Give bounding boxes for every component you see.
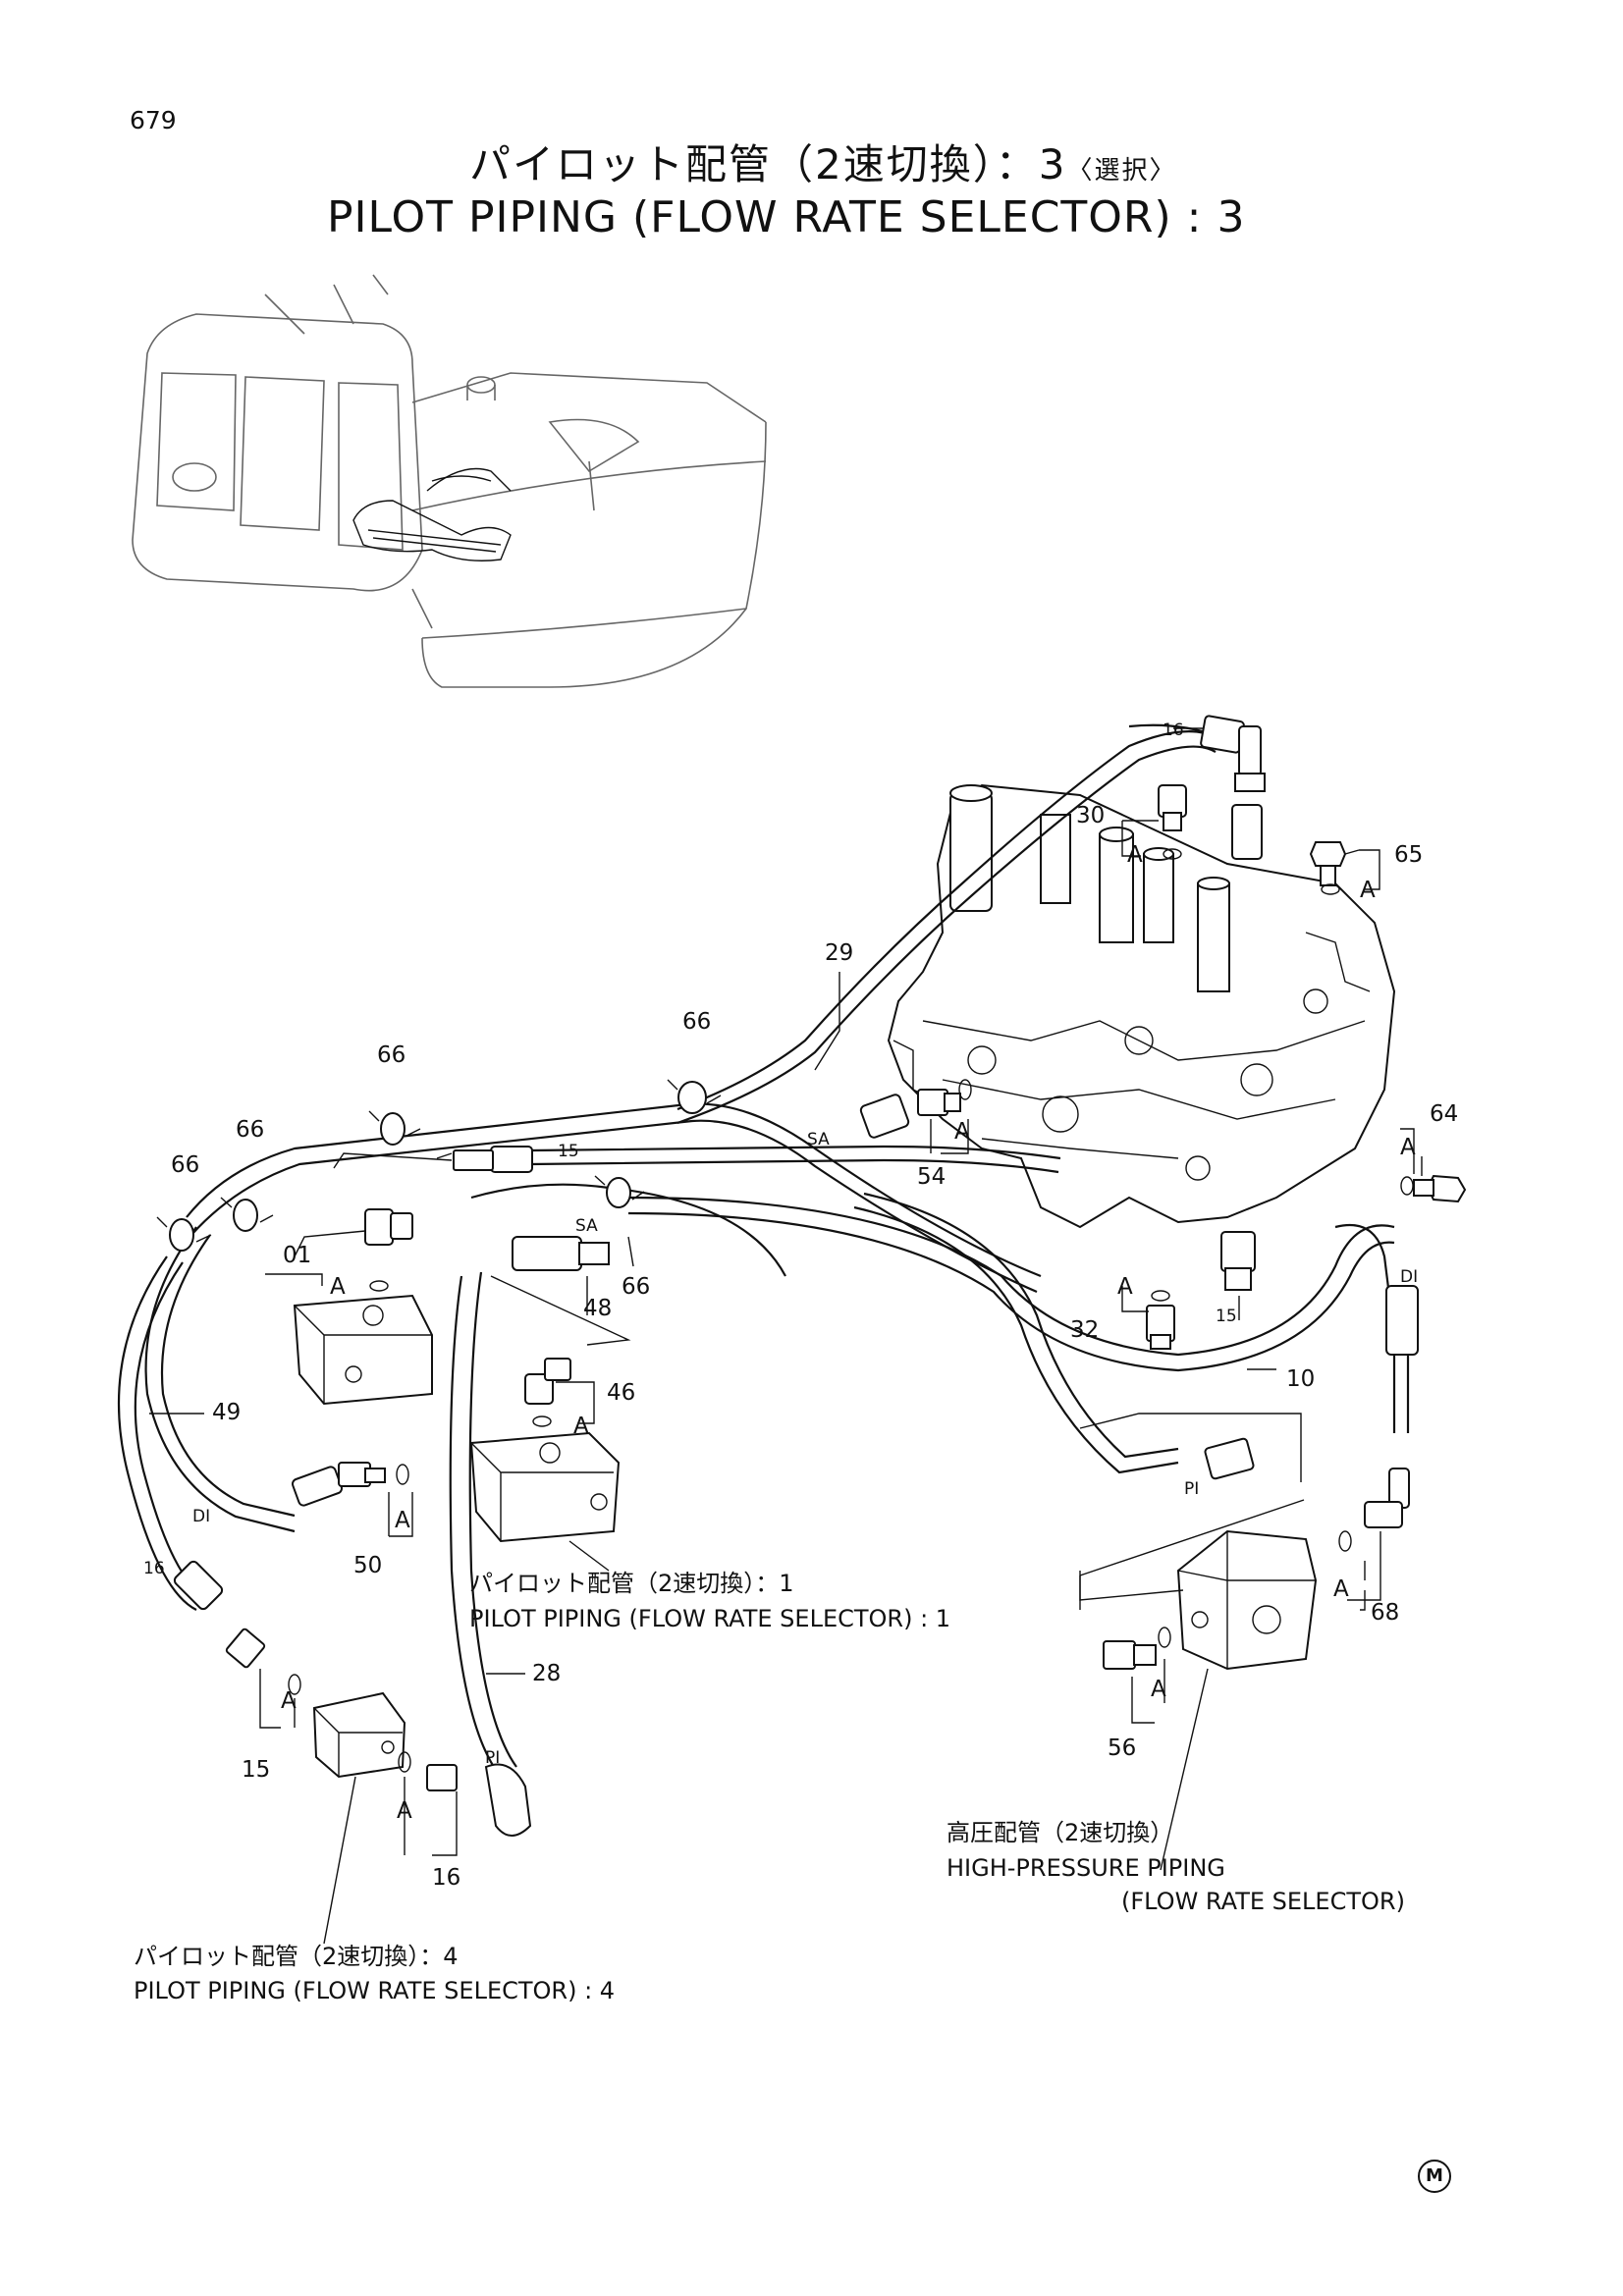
part-label: 68 [1371,1600,1399,1626]
part-label: 56 [1108,1735,1136,1761]
detail-marker: A [330,1274,346,1300]
part-label: 50 [353,1553,382,1578]
part-label: 65 [1394,842,1423,868]
part-label: 66 [682,1009,711,1035]
part-label: 66 [377,1042,406,1068]
part-label: 46 [607,1380,635,1406]
port-label: SA [807,1130,830,1149]
port-label: PI [485,1748,500,1768]
caption-pilot1-jp: パイロット配管（2速切換）：1 [469,1570,794,1597]
part-label: 30 [1076,803,1105,828]
leader-lines [149,727,1423,1945]
caption-pilot1-en: PILOT PIPING (FLOW RATE SELECTOR) : 1 [469,1605,951,1632]
part-label: 28 [532,1661,561,1686]
title-japanese: パイロット配管（2速切換）：3〈選択〉 [469,132,1176,191]
control-valve [887,783,1396,1229]
part-label: 66 [236,1117,264,1143]
hp-reference-frame [1079,1499,1305,1610]
port-label: SA [575,1216,598,1236]
part-label: 64 [1430,1101,1458,1127]
part-label: 32 [1070,1317,1099,1343]
detail-marker: A [395,1508,410,1533]
detail-marker: A [1333,1576,1349,1602]
part-label: 49 [212,1400,241,1425]
port-label: PI [1184,1479,1199,1499]
clamps [156,1079,722,1252]
detail-marker: A [1400,1135,1416,1160]
fittings [156,715,1467,1837]
caption-pilot4-jp: パイロット配管（2速切換）：4 [134,1943,459,1970]
part-label: 10 [1286,1366,1315,1392]
title-japanese-main: パイロット配管（2速切換）：3 [469,140,1067,188]
detail-marker: A [281,1688,297,1714]
part-label: 16 [432,1865,460,1891]
part-label: 01 [283,1243,311,1268]
caption-hp-en1: HIGH-PRESSURE PIPING [947,1854,1225,1882]
part-label: 15 [1216,1307,1237,1326]
maker-mark: M [1418,2160,1451,2193]
port-label: DI [192,1507,210,1526]
detail-marker: A [1360,878,1376,903]
detail-marker: A [1151,1677,1166,1702]
caption-hp-en2: (FLOW RATE SELECTOR) [1121,1888,1405,1915]
page-number: 679 [130,106,177,134]
port-labels: SA SA DI DI PI PI [192,1130,1418,1768]
detail-marker: A [1117,1274,1133,1300]
part-label: 66 [171,1152,199,1178]
title-english: PILOT PIPING (FLOW RATE SELECTOR) : 3 [327,192,1246,242]
detail-marker: A [397,1798,412,1824]
title-japanese-sub: 〈選択〉 [1066,156,1177,186]
part-label: 48 [583,1296,612,1321]
part-label: 15 [558,1142,579,1161]
detail-marker: A [573,1414,589,1439]
caption-hp-jp: 高圧配管（2速切換） [947,1819,1174,1846]
part-label: 66 [622,1274,650,1300]
port-label: DI [1400,1267,1418,1287]
detail-a-markers: A A A A A A A A A A A A [281,842,1416,1824]
part-label: 54 [917,1164,946,1190]
part-number-labels: 16 30 65 29 66 66 66 66 66 15 01 48 54 6… [143,721,1458,1891]
part-label: 29 [825,940,853,966]
detail-marker: A [954,1119,970,1145]
excavator-overview [132,274,767,688]
part-label: 16 [143,1559,165,1578]
detail-marker: A [1127,842,1143,868]
part-label: 15 [242,1757,270,1783]
part-label: 16 [1163,721,1184,740]
caption-pilot4-en: PILOT PIPING (FLOW RATE SELECTOR) : 4 [134,1977,616,2004]
